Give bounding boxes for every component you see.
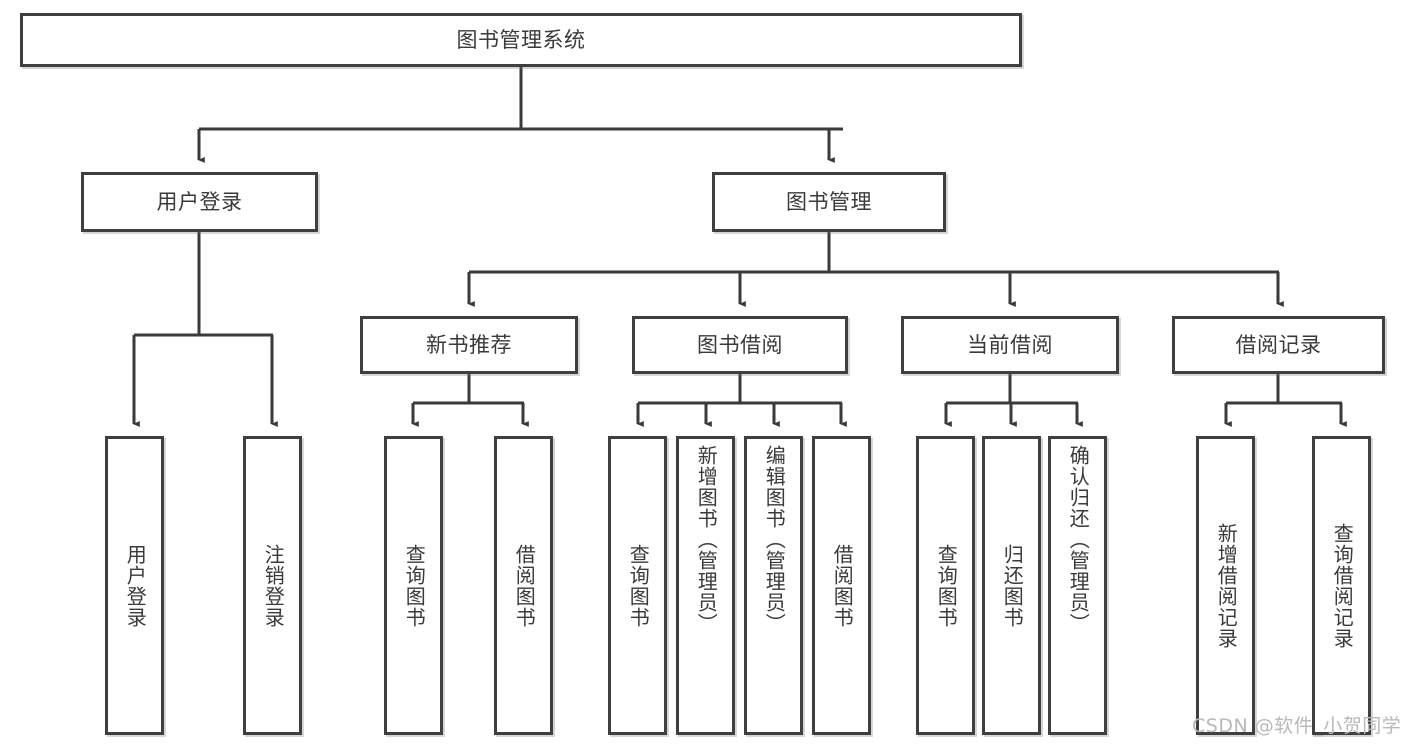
node-user-login[interactable]: 用户登录 [81,172,318,232]
node-label: 查询借阅记录 [1330,522,1355,649]
node-label: 用户登录 [123,543,148,628]
leaf-confirm-return-admin[interactable]: 确认归还（管理员） [1048,436,1107,735]
node-book-management[interactable]: 图书管理 [712,172,946,232]
node-label: 查询图书 [934,543,959,628]
node-label: 编辑图书（管理员） [762,445,787,634]
node-borrow-record[interactable]: 借阅记录 [1172,316,1385,374]
node-label: 新书推荐 [426,332,512,357]
leaf-query-book-borrow[interactable]: 查询图书 [608,436,667,735]
leaf-user-logout[interactable]: 注销登录 [243,436,302,735]
node-label: 借阅图书 [830,543,855,628]
node-root-system[interactable]: 图书管理系统 [20,13,1022,67]
node-label: 图书借阅 [697,332,783,357]
node-label: 当前借阅 [967,332,1053,357]
node-label: 新增借阅记录 [1214,522,1239,649]
leaf-borrow-book-recommend[interactable]: 借阅图书 [494,436,553,735]
node-label: 借阅记录 [1235,332,1322,357]
watermark-text: CSDN @软件_小贺同学 [1192,715,1402,737]
leaf-borrow-book[interactable]: 借阅图书 [812,436,871,735]
node-label: 查询图书 [626,543,651,628]
node-label: 图书管理系统 [456,27,586,52]
node-current-borrow[interactable]: 当前借阅 [901,316,1119,374]
leaf-add-borrow-record[interactable]: 新增借阅记录 [1196,436,1255,735]
node-new-book-recommend[interactable]: 新书推荐 [360,316,578,374]
leaf-user-login[interactable]: 用户登录 [105,436,164,735]
node-book-borrow[interactable]: 图书借阅 [632,316,848,374]
node-label: 确认归还（管理员） [1066,445,1091,634]
leaf-add-book-admin[interactable]: 新增图书（管理员） [676,436,735,735]
node-label: 新增图书（管理员） [694,445,719,634]
node-label: 注销登录 [261,543,286,628]
node-label: 用户登录 [156,189,243,214]
leaf-query-book-current[interactable]: 查询图书 [916,436,975,735]
node-label: 图书管理 [786,189,872,214]
node-label: 归还图书 [1000,543,1025,628]
leaf-edit-book-admin[interactable]: 编辑图书（管理员） [744,436,803,735]
leaf-return-book[interactable]: 归还图书 [982,436,1041,735]
leaf-query-borrow-record[interactable]: 查询借阅记录 [1312,436,1371,735]
node-label: 查询图书 [402,543,427,628]
leaf-query-book-recommend[interactable]: 查询图书 [384,436,443,735]
node-label: 借阅图书 [512,543,537,628]
